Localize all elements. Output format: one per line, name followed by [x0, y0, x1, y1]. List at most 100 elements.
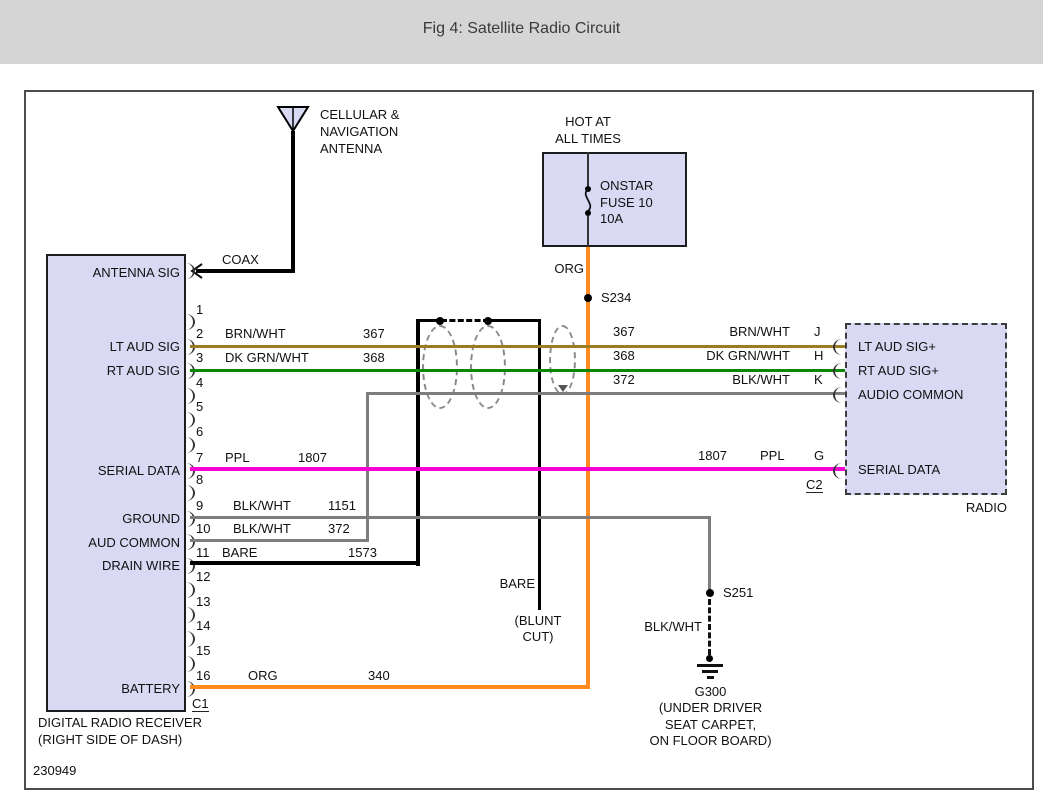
- receiver-pin5-terminal-icon: [186, 412, 195, 428]
- wire-color-bare: BARE: [222, 545, 258, 560]
- receiver-signal-lt-aud: LT AUD SIG: [109, 339, 180, 354]
- radio-pin-j: J: [814, 324, 821, 339]
- bare-label: BARE: [499, 576, 535, 591]
- receiver-pin4-terminal-icon: [186, 388, 195, 404]
- wire-color-368-left: DK GRN/WHT: [225, 350, 309, 365]
- wire-color-367-right: BRN/WHT: [729, 324, 790, 339]
- splice-s251-dot: [706, 589, 714, 597]
- ground-loc-line1: (UNDER DRIVER: [658, 700, 763, 716]
- wire-brn-wht-367: [190, 345, 845, 348]
- shield-top-right-segment: [486, 319, 540, 322]
- wire-1151-vertical: [708, 517, 711, 595]
- circuit-367-right: 367: [613, 324, 635, 339]
- receiver-signal-ground: GROUND: [122, 511, 180, 526]
- wire-shield-drain-vertical: [538, 319, 541, 610]
- splice-s234-dot: [584, 294, 592, 302]
- wire-bare-1573: [190, 561, 420, 565]
- wire-color-372-left: BLK/WHT: [233, 521, 291, 536]
- pin-number-14: 14: [196, 618, 211, 633]
- radio-connector-c2: C2: [806, 477, 823, 493]
- doc-number: 230949: [33, 763, 77, 778]
- page-title: Fig 4: Satellite Radio Circuit: [422, 20, 621, 37]
- radio-pin-j-terminal-icon: [833, 339, 842, 355]
- ground-wire-color-label: BLK/WHT: [644, 619, 702, 634]
- radio-signal-serial: SERIAL DATA: [858, 462, 941, 477]
- hot-label-line2: ALL TIMES: [555, 131, 621, 146]
- circuit-340: 340: [368, 668, 390, 683]
- receiver-signal-drain: DRAIN WIRE: [102, 558, 180, 573]
- shield-junction-dot-2: [484, 317, 492, 325]
- wire-color-372-right: BLK/WHT: [732, 372, 790, 387]
- org-wire-label: ORG: [554, 261, 584, 276]
- fuse-rating-label: 10A: [600, 211, 624, 226]
- circuit-372-left: 372: [328, 521, 350, 536]
- receiver-signal-aud-common: AUD COMMON: [88, 535, 180, 550]
- wire-drain-vertical: [416, 319, 420, 566]
- wire-color-368-right: DK GRN/WHT: [706, 348, 790, 363]
- wire-blk-wht-372-right: [366, 392, 845, 395]
- circuit-372-right: 372: [613, 372, 635, 387]
- shield-top-dashed-segment: [441, 319, 489, 322]
- coax-label: COAX: [222, 252, 259, 267]
- hot-label-line1: HOT AT: [565, 114, 611, 129]
- splice-s234-label: S234: [601, 290, 632, 305]
- wire-color-ppl-left: PPL: [225, 450, 250, 465]
- circuit-368-left: 368: [363, 350, 385, 365]
- receiver-pin15-terminal-icon: [186, 656, 195, 672]
- receiver-antenna-terminal-icon: [186, 263, 195, 279]
- hot-at-all-times-label: HOT AT ALL TIMES: [538, 113, 638, 147]
- fuse-box: [542, 152, 687, 247]
- antenna-label: CELLULAR & NAVIGATION ANTENNA: [320, 106, 399, 157]
- wire-color-367-left: BRN/WHT: [225, 326, 286, 341]
- receiver-pin10-terminal-icon: [186, 534, 195, 550]
- pin-number-3: 3: [196, 350, 204, 365]
- antenna-label-line2: NAVIGATION: [320, 124, 399, 139]
- fuse-name-label: ONSTAR: [600, 178, 654, 193]
- pin-number-2: 2: [196, 326, 204, 341]
- ground-symbol-bar1: [697, 664, 723, 667]
- receiver-signal-antenna: ANTENNA SIG: [92, 265, 180, 280]
- radio-pin-g-terminal-icon: [833, 463, 842, 479]
- pin-number-4: 4: [196, 375, 204, 390]
- receiver-pin7-terminal-icon: [186, 463, 195, 479]
- receiver-caption-line2: (RIGHT SIDE OF DASH): [38, 732, 183, 747]
- antenna-label-line1: CELLULAR &: [320, 107, 400, 122]
- pin-number-9: 9: [196, 498, 204, 513]
- pin-number-12: 12: [196, 569, 211, 584]
- blunt-cut-line1: (BLUNT: [514, 613, 562, 628]
- fuse-id-label: FUSE 10: [600, 195, 653, 210]
- ground-name: G300: [694, 684, 727, 699]
- receiver-pin1-terminal-icon: [186, 314, 195, 330]
- wire-ppl-1807: [190, 467, 845, 471]
- radio-box: [845, 323, 1007, 495]
- receiver-pin12-terminal-icon: [186, 582, 195, 598]
- ground-symbol-bar2: [702, 670, 718, 673]
- ground-loc-line3: ON FLOOR BOARD): [649, 733, 772, 749]
- pin-number-13: 13: [196, 594, 211, 609]
- fuse-lead-top: [587, 152, 589, 186]
- ground-location-label: G300 (UNDER DRIVER SEAT CARPET, ON FLOOR…: [628, 684, 793, 750]
- wire-blk-wht-1151: [190, 516, 711, 519]
- pin-number-15: 15: [196, 643, 211, 658]
- receiver-caption-line1: DIGITAL RADIO RECEIVER: [38, 715, 202, 730]
- ground-symbol-dot: [706, 655, 713, 662]
- receiver-pin11-terminal-icon: [186, 558, 195, 574]
- pin-number-11: 11: [196, 545, 210, 560]
- wire-dk-grn-wht-368: [190, 369, 845, 372]
- ground-symbol-bar3: [707, 676, 714, 679]
- circuit-1573: 1573: [348, 545, 377, 560]
- wire-color-ppl-right: PPL: [760, 448, 785, 463]
- pin-number-7: 7: [196, 450, 204, 465]
- receiver-signal-serial: SERIAL DATA: [97, 463, 180, 478]
- receiver-pin8-terminal-icon: [186, 485, 195, 501]
- radio-pin-k-terminal-icon: [833, 387, 842, 403]
- shield-ellipse-icon-1: [422, 325, 458, 409]
- wire-blk-wht-ground: [708, 599, 711, 655]
- pin-number-1: 1: [196, 302, 204, 317]
- antenna-label-line3: ANTENNA: [320, 141, 383, 156]
- receiver-pin13-terminal-icon: [186, 607, 195, 623]
- radio-pin-h-terminal-icon: [833, 363, 842, 379]
- pin-number-16: 16: [196, 668, 211, 683]
- radio-pin-h: H: [814, 348, 824, 363]
- receiver-pin9-terminal-icon: [186, 511, 195, 527]
